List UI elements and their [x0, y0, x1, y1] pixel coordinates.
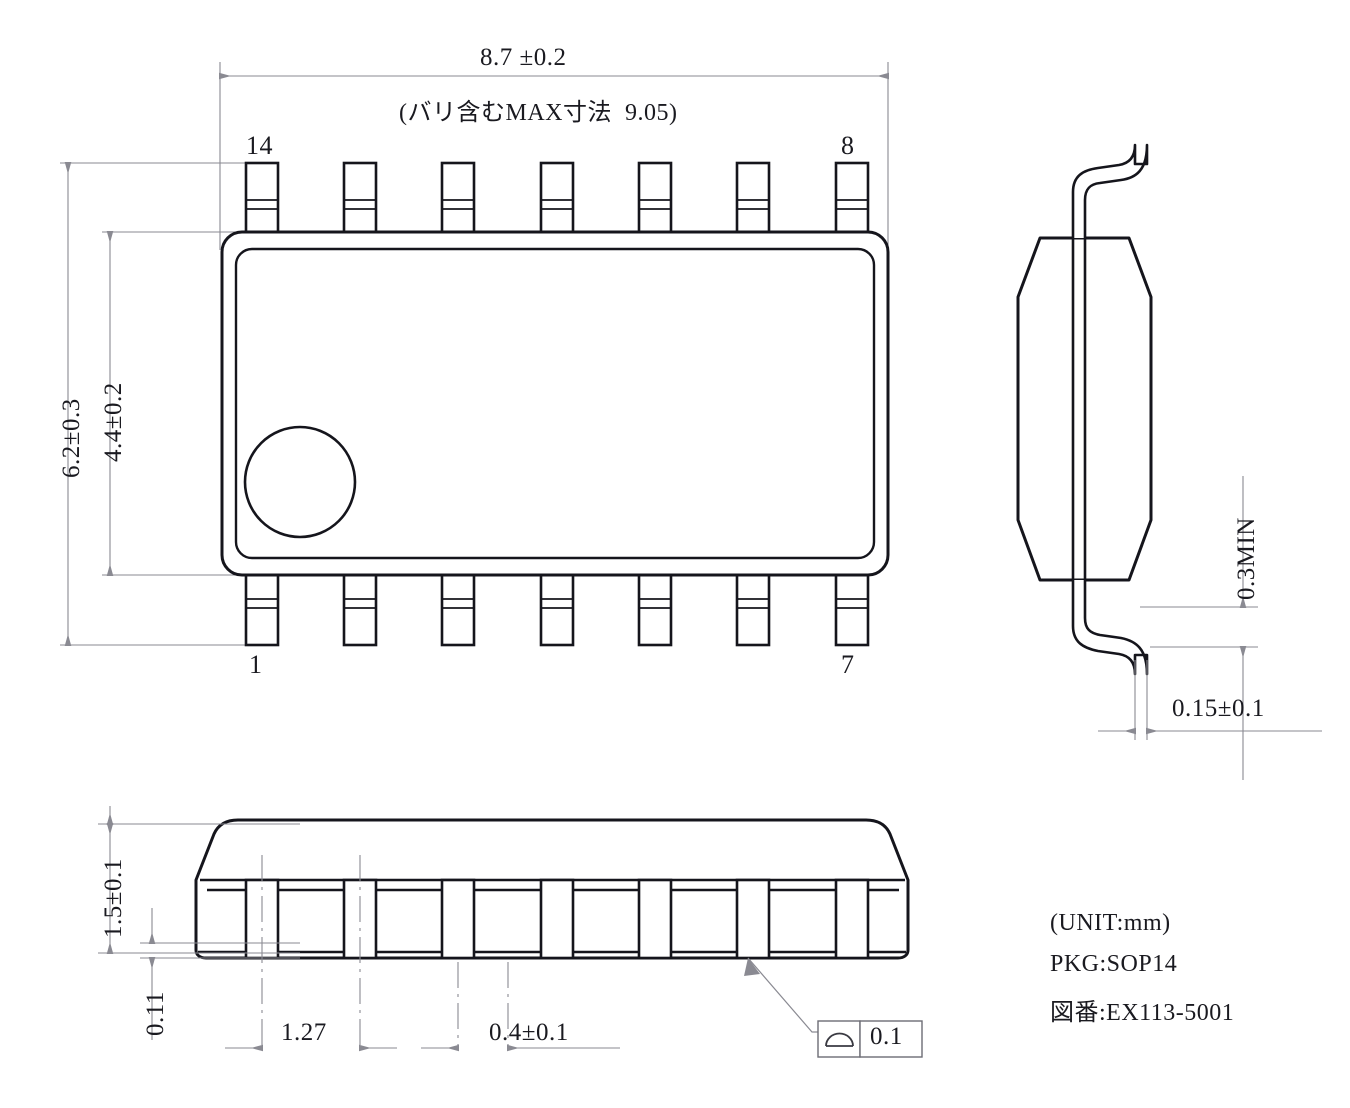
side-view-standoff-label: 0.3MIN [1233, 517, 1260, 600]
top-view-width-dimension-label: 8.7 ±0.2 [480, 44, 567, 71]
top-view-width-extension-lines [219, 62, 889, 250]
gdt-leader-line [747, 957, 818, 1033]
top-view-lower-leads [244, 571, 870, 647]
top-view-body-height-label: 4.4±0.2 [100, 382, 127, 462]
top-view-group [60, 62, 890, 647]
front-view-pitch-label: 1.27 [281, 1019, 327, 1046]
gdt-tolerance-value: 0.1 [870, 1023, 903, 1050]
pin-label-top-left: 14 [246, 131, 273, 160]
unit-note: (UNIT:mm) [1050, 910, 1171, 936]
side-view-lead-thickness-extension-lines [1134, 660, 1148, 740]
gdt-leader-arrowhead [744, 958, 760, 976]
top-view-body-inner-outline [234, 247, 876, 560]
front-view-standoff-label: 0.11 [142, 991, 169, 1036]
pin-label-top-right: 8 [841, 131, 855, 160]
side-view-lower-lead [1071, 580, 1149, 676]
profile-of-a-surface-icon [825, 1032, 854, 1047]
front-view-standoff-extension-lines [140, 942, 300, 959]
side-view-lead-body-segment [1071, 238, 1087, 580]
top-view-outer-height-label: 6.2±0.3 [58, 398, 85, 478]
top-view-outer-height-extension-lines [60, 162, 250, 646]
pin-one-index-circle [243, 425, 357, 539]
pin-label-bottom-right: 7 [841, 650, 855, 679]
side-view-lead-thickness-label: 0.15±0.1 [1172, 695, 1265, 722]
front-view-height-label: 1.5±0.1 [100, 858, 127, 938]
side-view-upper-lead [1071, 143, 1149, 238]
front-view-lead-width-label: 0.4±0.1 [489, 1019, 569, 1046]
side-view-standoff-extension-lines [1140, 606, 1258, 648]
top-view-upper-leads [244, 161, 870, 237]
package-note: PKG:SOP14 [1050, 951, 1178, 977]
top-view-body-height-extension-lines [102, 231, 250, 576]
front-view-height-extension-lines [98, 823, 300, 954]
pin-label-bottom-left: 1 [249, 650, 263, 679]
gdt-feature-control-frame [817, 1020, 923, 1058]
front-view-group [98, 806, 923, 1058]
top-view-width-max-note: (バリ含むMAX寸法 9.05) [399, 100, 678, 126]
side-view-group [1016, 143, 1322, 780]
front-view-lead-center-lines [261, 855, 509, 1048]
drawing-number-note: 図番:EX113-5001 [1050, 1000, 1235, 1026]
